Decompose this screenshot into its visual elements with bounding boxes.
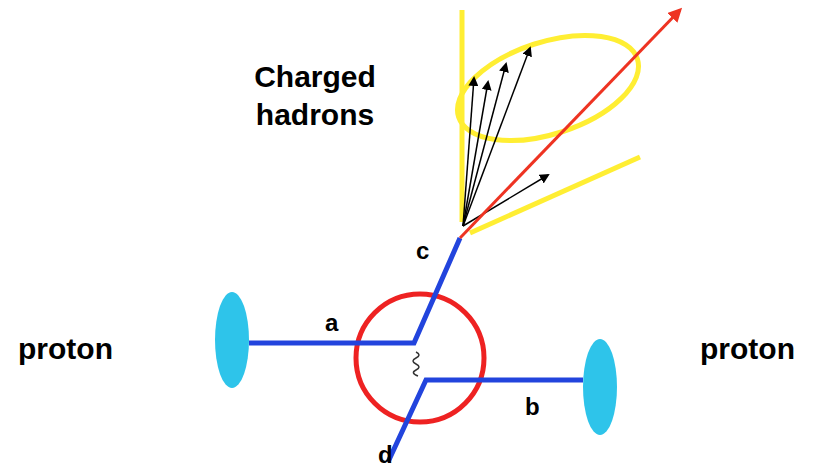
- jet-axis-arrow: [460, 10, 680, 238]
- interaction-circle: [356, 294, 484, 422]
- jet-cone: [460, 10, 465, 222]
- parton-label: c: [416, 236, 429, 266]
- proton-ellipse: [215, 292, 249, 388]
- proton-ellipse: [583, 339, 617, 435]
- jet-cone: [470, 157, 640, 233]
- proton-label: proton: [700, 330, 795, 368]
- gluon-squiggle: [413, 352, 419, 376]
- jet-label: Charged hadrons: [195, 58, 435, 133]
- proton-label: proton: [18, 330, 113, 368]
- hadron-arrows: [463, 48, 548, 226]
- jet-cone: [444, 15, 651, 161]
- parton-label: a: [325, 308, 338, 338]
- parton-label: b: [525, 392, 540, 422]
- parton-label: d: [378, 440, 393, 470]
- parton-line: [388, 380, 583, 462]
